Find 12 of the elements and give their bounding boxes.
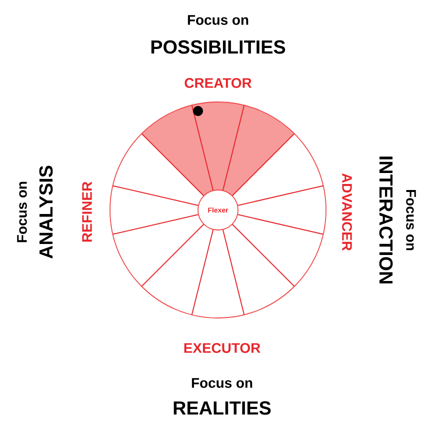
style-label: CREATOR — [184, 78, 252, 88]
axis-title: POSSIBILITIES — [151, 40, 286, 54]
axis-heading: Focus on — [17, 182, 27, 242]
axis-title: INTERACTION — [379, 156, 393, 284]
axis-title: REALITIES — [174, 401, 271, 415]
axis-heading: Focus on — [192, 378, 252, 388]
axis-title: ANALYSIS — [39, 166, 53, 259]
style-label: ADVANCER — [342, 173, 352, 251]
style-label: EXECUTOR — [184, 343, 260, 353]
style-label: REFINER — [82, 182, 92, 242]
axis-heading: Focus on — [188, 15, 248, 25]
axis-heading: Focus on — [406, 190, 416, 250]
